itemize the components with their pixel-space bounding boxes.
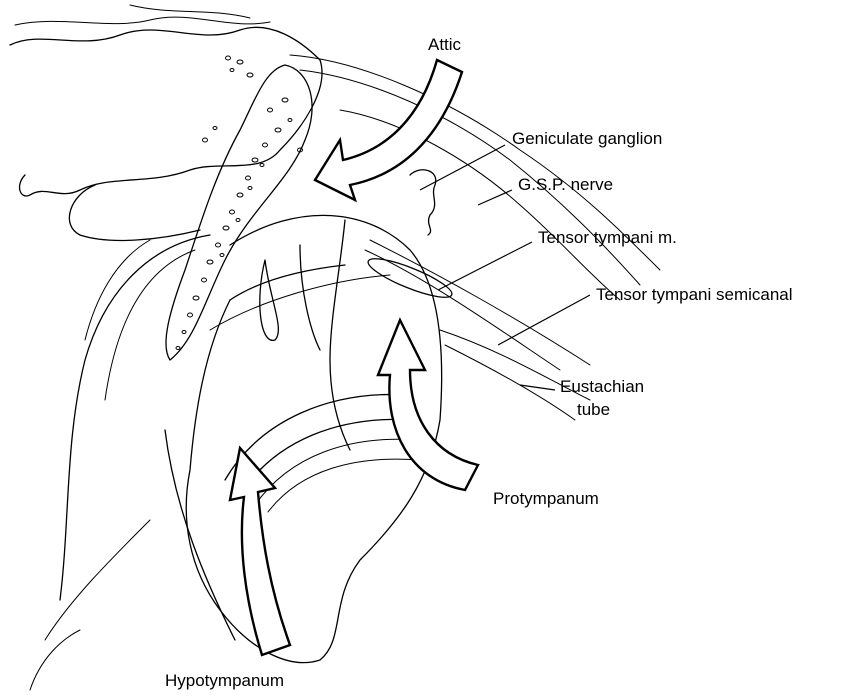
bone-stipple bbox=[176, 56, 303, 350]
hypotympanum-arrow bbox=[230, 448, 290, 655]
leader-gsp bbox=[478, 190, 512, 205]
label-eustachian-tube: tube bbox=[577, 400, 610, 419]
tensor-tympani-muscle bbox=[365, 252, 456, 304]
leader-semicanal bbox=[498, 295, 590, 345]
left-bulge bbox=[69, 185, 200, 240]
label-tensor-tympani-semicanal: Tensor tympani semicanal bbox=[596, 285, 793, 304]
geniculate-outline bbox=[410, 170, 436, 235]
label-hypotympanum: Hypotympanum bbox=[165, 671, 284, 690]
leader-eustachian bbox=[520, 385, 555, 390]
leader-geniculate bbox=[420, 145, 505, 190]
protympanum-arrow bbox=[378, 320, 478, 490]
label-attic: Attic bbox=[428, 35, 462, 54]
label-eustachian: Eustachian bbox=[560, 377, 644, 396]
posterior-wall bbox=[165, 430, 235, 640]
label-gsp-nerve: G.S.P. nerve bbox=[518, 175, 613, 194]
leader-tensor-m bbox=[438, 242, 532, 290]
lateral-wall bbox=[60, 235, 210, 600]
tegmen-outline bbox=[10, 27, 322, 196]
label-protympanum: Protympanum bbox=[493, 489, 599, 508]
label-tensor-tympani-m: Tensor tympani m. bbox=[538, 228, 677, 247]
label-geniculate-ganglion: Geniculate ganglion bbox=[512, 129, 662, 148]
